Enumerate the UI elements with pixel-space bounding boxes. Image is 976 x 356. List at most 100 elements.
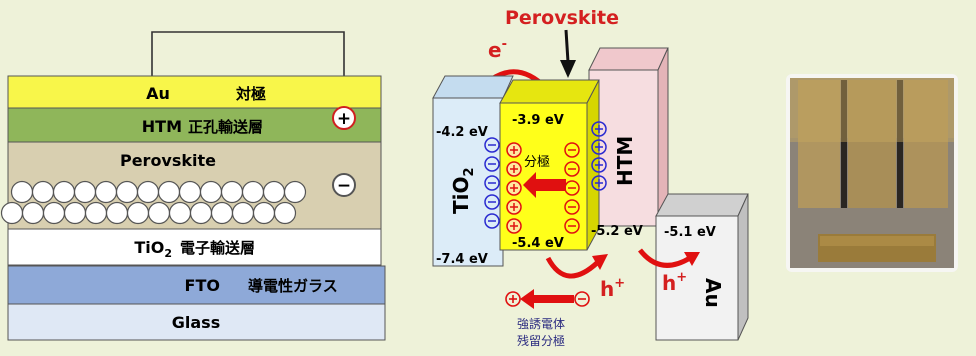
- title-arrow: [564, 29, 570, 63]
- negative-charge-icon: [564, 142, 580, 158]
- layer-fto-ja: 導電性ガラス: [248, 277, 338, 295]
- au-box: [655, 215, 739, 341]
- tio2-particle: [220, 180, 244, 204]
- tio2-particle: [157, 180, 181, 204]
- tio2-particle: [252, 201, 276, 225]
- tio2-label: TiO2: [449, 167, 477, 214]
- perovskite-box-top: [499, 79, 600, 104]
- ferro-arrow: [520, 289, 574, 309]
- ferro-minus-icon: [574, 291, 590, 307]
- tio2-particle: [115, 180, 139, 204]
- photo-cell-3: [904, 80, 948, 208]
- negative-charge-icon: [564, 199, 580, 215]
- tio2-particle: [31, 180, 55, 204]
- tio2-particle: [84, 201, 108, 225]
- au-box-side: [737, 193, 749, 341]
- layer-au: [7, 75, 382, 109]
- tio2-particle: [231, 201, 255, 225]
- positive-charge-icon: [506, 199, 522, 215]
- layer-htm-label: HTM: [142, 117, 182, 136]
- hole-label-right: h+: [662, 270, 687, 295]
- energy-diagram: Perovskite e- TiO2 HTM Au -4.2 eV -7.4 e…: [432, 7, 749, 348]
- photo-strip-sheen: [820, 236, 934, 246]
- tio2-particle: [0, 201, 24, 225]
- ferro-label-1: 強誘電体: [517, 317, 565, 331]
- tio2-particle: [94, 180, 118, 204]
- tio2-particle: [189, 201, 213, 225]
- level-htm: -5.2 eV: [591, 224, 643, 239]
- tio2-particle: [42, 201, 66, 225]
- layer-tio2-label: TiO2: [134, 238, 172, 260]
- tio2-particle: [168, 201, 192, 225]
- hole-arrow-left-head: [592, 254, 608, 270]
- negative-charge-icon: [564, 218, 580, 234]
- htm-box: [588, 69, 659, 227]
- tio2-particle: [52, 180, 76, 204]
- negative-charge-icon: [484, 213, 500, 229]
- electron-label: e-: [488, 37, 507, 62]
- tio2-particle: [283, 180, 307, 204]
- negative-charge-icon: [564, 161, 580, 177]
- layer-tio2-ja: 電子輸送層: [180, 239, 255, 257]
- hole-arrow-left: [545, 256, 600, 279]
- layer-tio2: [7, 228, 382, 266]
- positive-charge-icon: [591, 175, 607, 191]
- level-perov-bottom: -5.4 eV: [512, 236, 564, 251]
- plus-sign: +: [337, 109, 351, 129]
- hole-arrow-right-head: [684, 252, 700, 266]
- photo-cell-1: [798, 80, 840, 208]
- layer-glass: [7, 303, 386, 341]
- sample-photo: [786, 74, 958, 272]
- htm-box-top: [588, 47, 669, 71]
- level-tio2-bottom: -7.4 eV: [436, 252, 488, 267]
- au-label: Au: [701, 278, 725, 308]
- level-tio2-top: -4.2 eV: [436, 125, 488, 140]
- positive-charge-icon: [591, 139, 607, 155]
- layer-perovskite-label: Perovskite: [120, 151, 216, 170]
- tio2-particle: [73, 180, 97, 204]
- tio2-particle: [126, 201, 150, 225]
- negative-charge-icon: [484, 194, 500, 210]
- tio2-particles: [0, 180, 307, 225]
- layer-au-ja: 対極: [235, 85, 266, 103]
- title-arrow-head: [560, 60, 576, 78]
- hole-arrow-right: [638, 248, 692, 268]
- tio2-box-top: [432, 75, 514, 99]
- minus-terminal-icon: [332, 173, 356, 197]
- layer-htm-ja: 正孔輸送層: [188, 118, 263, 136]
- charge-symbols: [484, 121, 607, 234]
- layer-glass-label: Glass: [172, 313, 220, 332]
- hole-label-left: h+: [600, 276, 625, 301]
- positive-charge-icon: [506, 218, 522, 234]
- photo-gold-sheen: [790, 78, 954, 142]
- tio2-particle: [63, 201, 87, 225]
- polarization-label: 分極: [524, 154, 550, 170]
- tio2-particle: [273, 201, 297, 225]
- level-perov-top: -3.9 eV: [512, 113, 564, 128]
- minus-sign: −: [337, 176, 351, 196]
- htm-label: HTM: [613, 136, 637, 186]
- perovskite-title: Perovskite: [505, 7, 619, 29]
- negative-charge-icon: [484, 137, 500, 153]
- tio2-particle: [241, 180, 265, 204]
- layer-fto: [7, 265, 386, 305]
- layer-fto-label: FTO: [185, 276, 220, 295]
- layer-au-label: Au: [146, 84, 170, 103]
- level-au: -5.1 eV: [664, 225, 716, 240]
- tio2-particle: [10, 180, 34, 204]
- positive-charge-icon: [591, 121, 607, 137]
- polarization-arrow: [523, 172, 566, 198]
- positive-charge-icon: [506, 142, 522, 158]
- tio2-particle: [199, 180, 223, 204]
- tio2-particle: [178, 180, 202, 204]
- positive-charge-icon: [506, 161, 522, 177]
- positive-charge-icon: [591, 157, 607, 173]
- tio2-particle: [136, 180, 160, 204]
- negative-charge-icon: [484, 175, 500, 191]
- tio2-particle: [210, 201, 234, 225]
- device-stack: Au 対極 HTM 正孔輸送層 Perovskite TiO2 電子輸送層 FT…: [0, 31, 386, 341]
- tio2-particle: [21, 201, 45, 225]
- tio2-box: [432, 97, 504, 267]
